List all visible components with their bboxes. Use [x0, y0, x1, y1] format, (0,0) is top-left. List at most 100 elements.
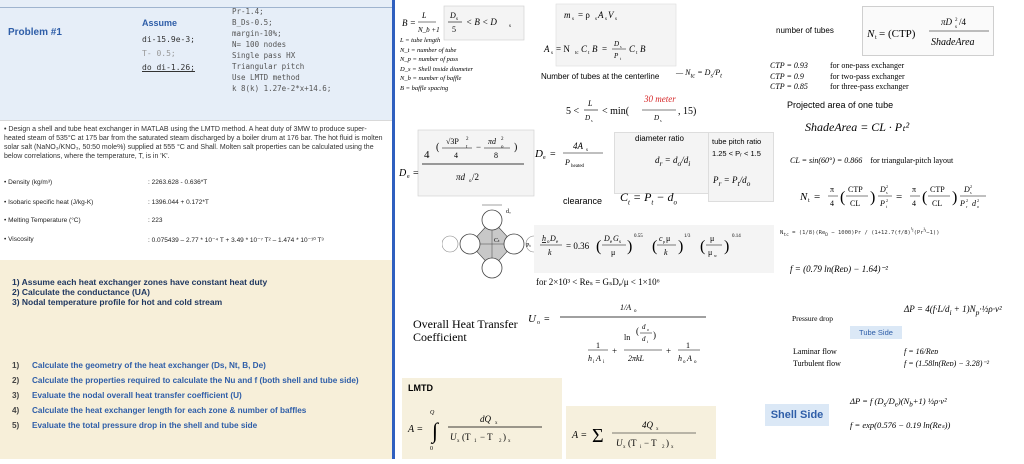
svg-text:V: V: [608, 10, 615, 20]
task-list: 1)Calculate the geometry of the heat exc…: [12, 360, 382, 431]
svg-text:t: t: [620, 56, 622, 61]
diameter-ratio-label: diameter ratio: [635, 134, 684, 143]
svg-text:dQ: dQ: [480, 414, 492, 424]
svg-text:− T: − T: [644, 438, 657, 448]
svg-text:2: 2: [966, 198, 968, 203]
problem-statement: • Design a shell and tube heat exchanger…: [0, 120, 393, 261]
svg-text:D: D: [584, 114, 590, 122]
svg-text:o: o: [694, 360, 697, 365]
svg-text:CL: CL: [932, 199, 942, 208]
svg-text:x: x: [623, 445, 626, 450]
svg-text:o: o: [547, 240, 550, 245]
svg-text:=: =: [544, 314, 550, 325]
svg-text:− T: − T: [480, 432, 493, 442]
svg-text:(: (: [840, 189, 845, 206]
laminar-label: Laminar flow: [793, 347, 837, 356]
tube-circle: [481, 209, 503, 231]
svg-text:): ): [666, 438, 669, 448]
svg-text:P: P: [613, 52, 619, 60]
svg-text:2πkL: 2πkL: [628, 354, 645, 363]
svg-text:s: s: [886, 190, 888, 195]
svg-text:4: 4: [830, 199, 834, 208]
task-item: 2)Calculate the properties required to c…: [12, 376, 359, 385]
assumption-item: 1) Assume each heat exchanger zones have…: [12, 277, 268, 287]
svg-text:CTP: CTP: [930, 185, 945, 194]
svg-text:): ): [952, 189, 957, 206]
code-line: do_di-1.26;: [142, 63, 195, 72]
do-label: dₒ: [506, 209, 511, 215]
diameter-ratio-eq: dr = do/di: [655, 155, 691, 168]
svg-text:s: s: [970, 190, 972, 195]
svg-text:(T: (T: [628, 438, 637, 448]
definition-list: L = tube length N_t = number of tube N_p…: [400, 36, 473, 93]
svg-text:5 <: 5 <: [566, 106, 580, 117]
svg-text:ln: ln: [624, 333, 630, 342]
code-line: di-15.9e-3;: [142, 35, 195, 44]
svg-text:D: D: [603, 234, 610, 243]
svg-text:μ: μ: [710, 234, 714, 243]
svg-text:): ): [503, 432, 506, 442]
assumption-list: 1) Assume each heat exchanger zones have…: [12, 277, 267, 307]
svg-text:(: (: [636, 326, 639, 336]
code-line: margin-10%;: [232, 29, 282, 38]
svg-text:2: 2: [499, 439, 502, 444]
svg-text:, 15): , 15): [678, 106, 696, 117]
svg-text:c: c: [659, 234, 663, 243]
svg-text:+: +: [612, 346, 617, 356]
svg-text:heated: heated: [571, 164, 585, 169]
svg-text:−: −: [476, 142, 481, 152]
diameter-ratio-box: diameter ratio dr = do/di: [614, 132, 712, 194]
svg-text:(: (: [700, 238, 705, 255]
svg-text:h: h: [542, 234, 546, 243]
svg-text:x: x: [671, 445, 674, 450]
svg-text:CL: CL: [850, 199, 860, 208]
assumption-item: 2) Calculate the conductance (UA): [12, 287, 150, 297]
svg-text:D: D: [963, 185, 970, 194]
tube-pitch-range: 1.25 < Pᵣ < 1.5: [712, 149, 761, 158]
svg-text:(: (: [436, 142, 440, 153]
tube-pitch-svg: dₒ Cₜ Pₜ: [441, 204, 543, 279]
property-name: • Isobaric specific heat (J/kg-K): [4, 199, 94, 206]
task-item: 3)Evaluate the nodal overall heat transf…: [12, 391, 242, 400]
ct-label: Cₜ: [494, 238, 500, 244]
svg-text:D: D: [653, 114, 659, 122]
definition-item: N_t = number of tube: [400, 46, 457, 54]
svg-text:o: o: [537, 320, 540, 326]
svg-text:A: A: [543, 44, 550, 54]
definition-item: N_b = number of baffle: [400, 75, 462, 82]
svg-text:t: t: [886, 204, 888, 209]
clearance-equation: Ct = Pt − do: [620, 190, 677, 207]
svg-text:A: A: [597, 10, 604, 20]
svg-text:o: o: [469, 179, 472, 184]
svg-text:N: N: [799, 191, 808, 203]
meter-note: 30 meter: [644, 94, 676, 104]
pt-label: Pₜ: [526, 243, 531, 249]
shell-side-label: Shell Side: [765, 404, 829, 426]
svg-text:< B < D: < B < D: [466, 17, 497, 27]
problem-description: • Design a shell and tube heat exchanger…: [4, 126, 383, 160]
svg-text:Σ: Σ: [592, 425, 604, 447]
svg-text:s: s: [572, 17, 574, 22]
svg-text:πd: πd: [456, 172, 466, 182]
svg-text:o: o: [977, 204, 979, 209]
svg-text:U: U: [528, 313, 537, 325]
property-value: : 1396.044 + 0.172*T: [148, 199, 209, 206]
svg-text:4A: 4A: [573, 141, 584, 151]
svg-text:s: s: [595, 17, 597, 22]
flow-regime-list: Laminar flow Turbulent flow: [793, 346, 841, 370]
shade-area-eq: ShadeArea = CL · Pₜ²: [805, 120, 910, 134]
svg-text:(T: (T: [462, 432, 471, 442]
svg-text:2: 2: [662, 445, 665, 450]
property-value: : 2263.628 - 0.636*T: [148, 179, 208, 186]
clearance-label: clearance: [563, 196, 603, 206]
tube-pitch-diagram: dₒ Cₜ Pₜ: [441, 200, 543, 290]
code-line: N= 100 nodes: [232, 40, 287, 49]
